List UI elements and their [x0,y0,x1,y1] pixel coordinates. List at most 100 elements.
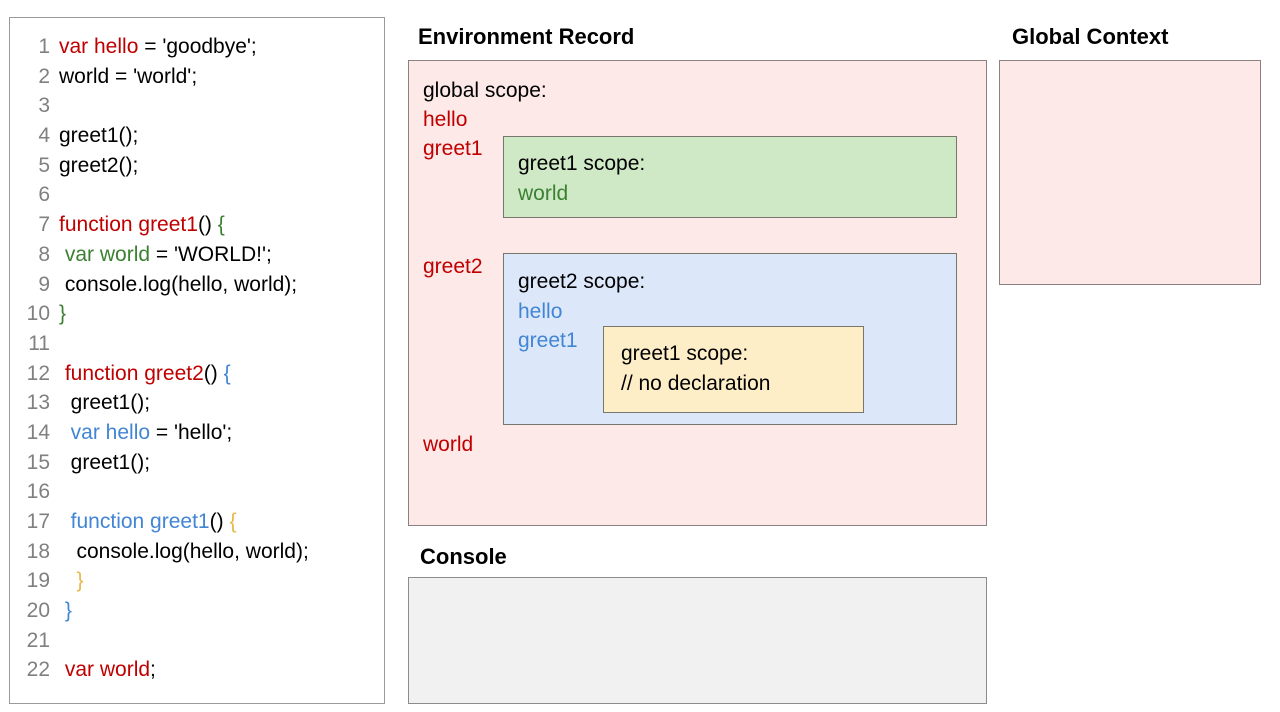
line-number: 10 [26,302,50,326]
code-token: greet1(); [59,391,151,415]
code-token: { [229,510,237,533]
code-line-text: } [59,566,84,596]
code-line[interactable]: 19 } [10,566,384,596]
greet2-binding-greet1: greet1 [518,329,578,352]
console-title: Console [420,544,507,569]
code-token: } [76,569,84,593]
code-token: function greet1 [59,213,198,237]
greet1-inner-scope-heading: greet1 scope: [621,342,749,365]
line-number: 13 [26,391,50,415]
code-line-text: var world = 'WORLD!'; [59,240,272,270]
code-token: var hello [70,420,151,444]
greet1-inner-scope-box: greet1 scope: // no declaration [603,326,864,413]
code-token: var world [64,242,151,266]
code-line[interactable]: 12 function greet2() { [10,359,384,389]
code-line-text: var world; [59,655,156,685]
code-line[interactable]: 15 greet1(); [10,448,384,478]
line-number: 6 [38,183,50,207]
code-token: () [209,510,230,533]
code-line[interactable]: 22 var world; [10,655,384,685]
code-line[interactable]: 4 greet1(); [10,121,384,151]
code-line[interactable]: 20 } [10,596,384,626]
code-line[interactable]: 9 console.log(hello, world); [10,270,384,300]
code-line[interactable]: 16 [10,477,384,507]
code-token: greet1(); [59,450,151,474]
line-number: 22 [26,658,50,682]
global-context-title: Global Context [1012,24,1169,49]
code-token: = 'WORLD!'; [150,242,272,266]
code-line-text: } [59,596,72,626]
environment-record-panel: global scope: hello greet1 greet2 world … [408,60,987,526]
code-line[interactable]: 1 var hello = 'goodbye'; [10,32,384,62]
environment-record-title: Environment Record [418,24,635,49]
line-number: 1 [38,35,50,58]
code-token: greet2(); [59,153,139,177]
code-line-text: function greet1() { [59,210,225,240]
code-token: () [197,213,218,237]
code-token: var world [64,658,151,682]
code-token [59,569,77,592]
greet1-inner-scope-note: // no declaration [621,372,771,395]
code-line-list: 1 var hello = 'goodbye'; 2 world = 'world';… [10,32,384,685]
greet1-scope-box: greet1 scope: world [503,136,957,218]
code-line-text: console.log(hello, world); [59,270,297,300]
code-line-text: greet1(); [59,388,150,418]
code-token [59,510,71,533]
line-number: 12 [26,361,50,385]
code-token: function greet2 [64,361,204,385]
line-number: 7 [38,213,50,237]
line-number: 14 [26,420,50,444]
code-line[interactable]: 11 [10,329,384,359]
line-number: 9 [38,272,50,296]
line-number: 17 [26,510,50,533]
code-line[interactable]: 2 world = 'world'; [10,62,384,92]
code-line[interactable]: 13 greet1(); [10,388,384,418]
code-line[interactable]: 10} [10,299,384,329]
global-binding-hello: hello [423,108,468,131]
console-panel[interactable] [408,577,987,704]
code-token: { [223,361,231,385]
code-line[interactable]: 6 [10,180,384,210]
line-number: 4 [38,124,50,148]
code-line[interactable]: 14 var hello = 'hello'; [10,418,384,448]
code-editor-panel[interactable]: 1 var hello = 'goodbye'; 2 world = 'world';… [9,17,385,704]
code-line-text: var hello = 'goodbye'; [59,32,257,62]
global-binding-greet1: greet1 [423,137,483,160]
global-binding-world: world [423,433,474,456]
greet2-scope-heading: greet2 scope: [518,270,646,293]
code-line-text: function greet2() { [59,359,231,389]
code-token: = 'hello'; [150,420,233,444]
code-line[interactable]: 17 function greet1() { [10,507,384,537]
code-line-text: } [59,299,66,329]
code-token [59,421,71,444]
greet1-binding-world: world [518,182,569,205]
code-line[interactable]: 21 [10,626,384,656]
line-number: 3 [38,94,50,118]
code-line[interactable]: 7 function greet1() { [10,210,384,240]
line-number: 15 [26,450,50,474]
code-token: () [203,361,224,385]
global-binding-greet2: greet2 [423,255,483,278]
code-token: function greet1 [70,510,210,533]
code-line[interactable]: 8 var world = 'WORLD!'; [10,240,384,270]
code-line-text: var hello = 'hello'; [59,418,233,448]
code-line-text: greet2(); [59,151,138,181]
code-line-text: console.log(hello, world); [59,537,309,567]
line-number: 19 [26,569,50,593]
code-line-text: greet1(); [59,448,150,478]
line-number: 21 [26,628,50,652]
code-line[interactable]: 3 [10,91,384,121]
code-line-text: greet1(); [59,121,138,151]
code-token: console.log(hello, world); [59,272,298,296]
code-token: } [59,302,67,326]
code-token: console.log(hello, world); [59,539,309,563]
line-number: 20 [26,599,50,623]
line-number: 16 [26,480,50,504]
line-number: 2 [38,64,50,88]
code-line-text: world = 'world'; [59,62,197,92]
global-context-panel [999,60,1261,285]
line-number: 11 [28,331,50,355]
code-token: var hello [59,35,139,58]
code-line[interactable]: 18 console.log(hello, world); [10,537,384,567]
